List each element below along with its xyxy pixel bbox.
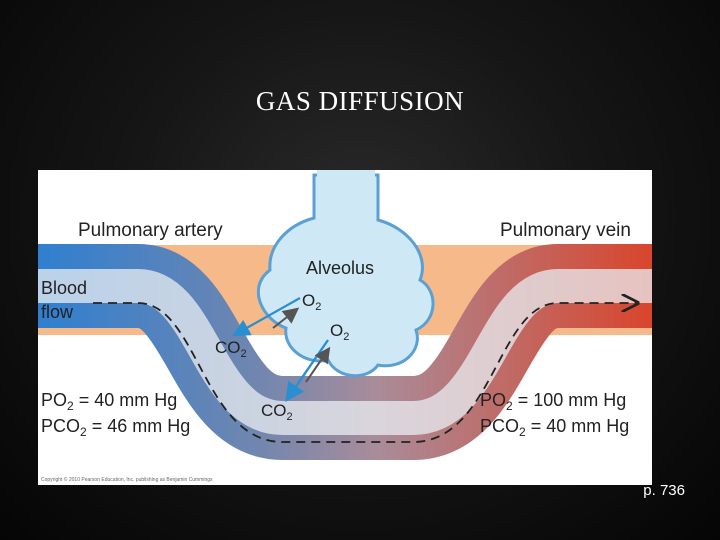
co2-arrow-left xyxy=(232,297,301,337)
vessel-core xyxy=(38,269,652,435)
label-blood: Blood xyxy=(41,278,87,298)
airway-top xyxy=(317,170,375,178)
co2-label-center: CO2 xyxy=(261,401,293,423)
o2-arrow-center xyxy=(305,346,331,383)
label-pulmonary-artery: Pulmonary artery xyxy=(78,220,223,241)
right-pco2: PCO2 = 40 mm Hg xyxy=(480,416,629,439)
right-po2: PO2 = 100 mm Hg xyxy=(480,390,626,413)
diffusion-diagram: Pulmonary artery Pulmonary vein Alveolus… xyxy=(38,170,652,483)
blood-flow-arrow xyxy=(93,303,636,443)
left-pco2: PCO2 = 46 mm Hg xyxy=(41,416,190,439)
o2-label-center: O2 xyxy=(330,321,349,343)
o2-label-left: O2 xyxy=(302,291,321,313)
slide-title: GAS DIFFUSION xyxy=(255,86,465,116)
label-alveolus: Alveolus xyxy=(306,258,374,278)
gas-diffusion-figure: Pulmonary artery Pulmonary vein Alveolus… xyxy=(38,170,652,485)
left-po2: PO2 = 40 mm Hg xyxy=(41,390,177,413)
o2-arrow-left xyxy=(272,307,300,329)
label-pulmonary-vein: Pulmonary vein xyxy=(500,220,631,241)
copyright-text: Copyright © 2010 Pearson Education, Inc.… xyxy=(41,476,213,483)
co2-label-left: CO2 xyxy=(215,338,247,360)
alveolus-shape xyxy=(257,173,435,378)
label-flow: flow xyxy=(41,302,74,322)
page-reference: p. 736 xyxy=(643,482,685,499)
